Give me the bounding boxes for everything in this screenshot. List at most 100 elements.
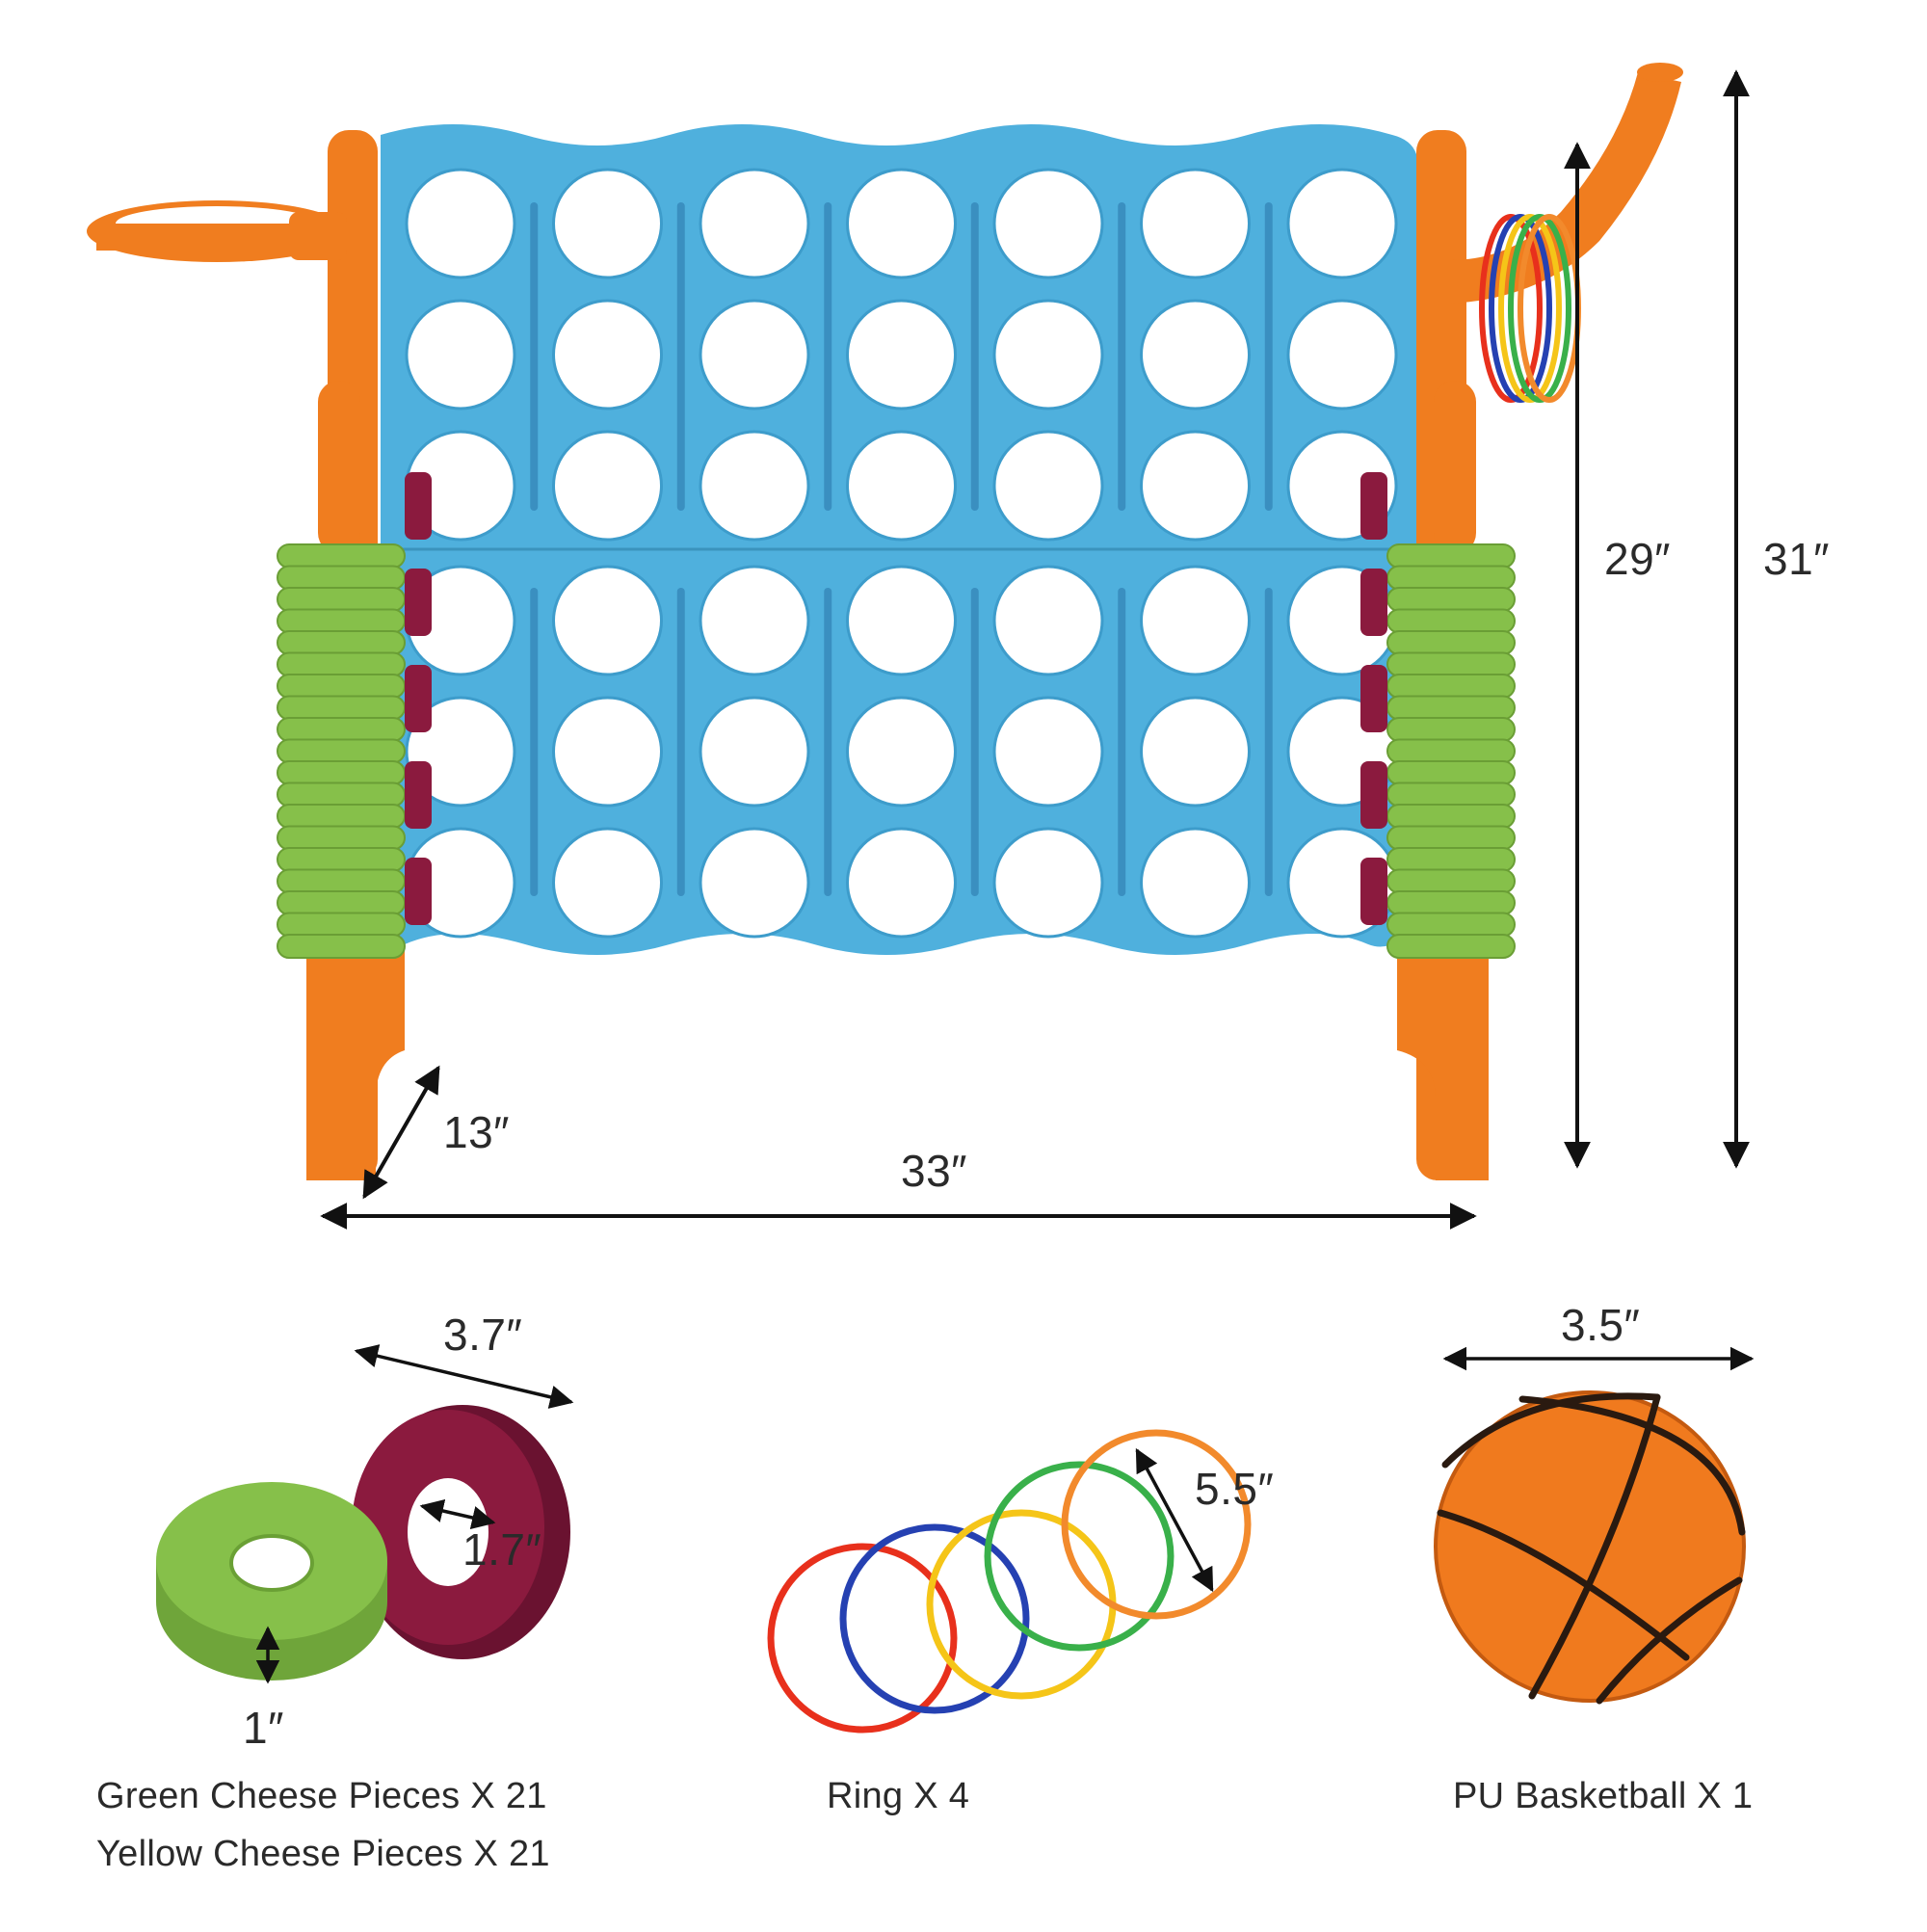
stacked-piece bbox=[277, 608, 406, 634]
stacked-piece bbox=[1386, 934, 1516, 959]
board-hole bbox=[846, 696, 957, 807]
right-piece-stack bbox=[1360, 472, 1516, 959]
stacked-piece bbox=[1386, 912, 1516, 938]
ring-diameter-label: 5.5″ bbox=[1195, 1464, 1275, 1514]
board-hole bbox=[846, 827, 957, 939]
hanging-ring bbox=[1498, 214, 1562, 403]
board-hole bbox=[992, 299, 1104, 410]
stacked-piece bbox=[277, 717, 406, 742]
stacked-piece bbox=[277, 868, 406, 894]
board-hole bbox=[405, 696, 516, 807]
board-hole bbox=[699, 430, 810, 542]
green-piece bbox=[156, 1482, 387, 1681]
stacked-piece bbox=[1386, 651, 1516, 677]
stacked-piece bbox=[277, 760, 406, 785]
board-hole bbox=[992, 430, 1104, 542]
ball-diameter-label: 3.5″ bbox=[1561, 1300, 1641, 1350]
stacked-piece bbox=[277, 695, 406, 721]
cheese-pieces-detail bbox=[156, 1344, 574, 1684]
stacked-piece bbox=[1386, 804, 1516, 829]
board-hole bbox=[846, 565, 957, 676]
stacked-piece bbox=[1386, 760, 1516, 785]
board-holes bbox=[405, 168, 1398, 939]
maroon-stacked-piece bbox=[405, 569, 432, 636]
board-hole bbox=[1140, 299, 1251, 410]
depth-label: 13″ bbox=[443, 1107, 510, 1157]
stacked-piece bbox=[277, 804, 406, 829]
stacked-piece bbox=[1386, 825, 1516, 851]
maroon-stacked-piece bbox=[1360, 858, 1387, 925]
board-divider bbox=[1264, 588, 1273, 896]
board-divider bbox=[676, 202, 685, 511]
board-hole bbox=[552, 168, 663, 279]
board-hole bbox=[405, 299, 516, 410]
basketball-caption: PU Basketball X 1 bbox=[1453, 1776, 1754, 1816]
maroon-stacked-piece bbox=[405, 761, 432, 829]
arrow-icon bbox=[419, 1498, 496, 1530]
hanging-ring bbox=[1479, 214, 1543, 403]
board-divider bbox=[824, 588, 832, 896]
stacked-piece bbox=[277, 847, 406, 872]
board-hole bbox=[1140, 168, 1251, 279]
ring bbox=[984, 1461, 1175, 1652]
stacked-piece bbox=[1386, 890, 1516, 915]
ring bbox=[839, 1523, 1030, 1714]
board-ribs bbox=[530, 202, 1273, 896]
stacked-piece bbox=[277, 565, 406, 591]
board-hole bbox=[699, 565, 810, 676]
board-hole bbox=[1286, 168, 1398, 279]
maroon-stacked-piece bbox=[1360, 665, 1387, 732]
ring bbox=[1061, 1429, 1252, 1620]
stacked-piece bbox=[277, 651, 406, 677]
stacked-piece bbox=[277, 781, 406, 807]
stacked-piece bbox=[1386, 738, 1516, 764]
board-hole bbox=[552, 565, 663, 676]
board-hole bbox=[699, 168, 810, 279]
maroon-stacked-piece bbox=[405, 472, 432, 540]
board-hole bbox=[1140, 696, 1251, 807]
stacked-piece bbox=[277, 825, 406, 851]
board-hole bbox=[846, 299, 957, 410]
piece-hole-label: 1.7″ bbox=[462, 1524, 542, 1575]
rings-detail bbox=[767, 1429, 1252, 1734]
board-hole bbox=[1140, 430, 1251, 542]
green-pieces-caption: Green Cheese Pieces X 21 bbox=[96, 1776, 547, 1816]
stacked-piece bbox=[1386, 587, 1516, 612]
stacked-piece bbox=[1386, 781, 1516, 807]
yellow-pieces-caption: Yellow Cheese Pieces X 21 bbox=[96, 1834, 550, 1874]
game-board bbox=[381, 124, 1416, 955]
board-hole bbox=[699, 696, 810, 807]
basketball bbox=[1434, 1346, 1755, 1705]
stacked-piece bbox=[1386, 630, 1516, 655]
stacked-piece bbox=[277, 543, 406, 569]
board-hole bbox=[1140, 827, 1251, 939]
stacked-piece bbox=[1386, 717, 1516, 742]
board-hole bbox=[992, 565, 1104, 676]
stacked-piece bbox=[1386, 608, 1516, 634]
board-divider bbox=[1118, 202, 1126, 511]
connect-four-game bbox=[87, 63, 1683, 1180]
maroon-stacked-piece bbox=[1360, 472, 1387, 540]
left-piece-stack bbox=[277, 472, 432, 959]
board-divider bbox=[824, 202, 832, 511]
width-label: 33″ bbox=[901, 1146, 967, 1196]
stacked-piece bbox=[1386, 543, 1516, 569]
maroon-stacked-piece bbox=[405, 858, 432, 925]
ring bbox=[767, 1543, 958, 1734]
maroon-stacked-piece bbox=[1360, 569, 1387, 636]
stacked-piece bbox=[1386, 695, 1516, 721]
board-hole bbox=[846, 430, 957, 542]
stacked-piece bbox=[1386, 868, 1516, 894]
stacked-piece bbox=[277, 738, 406, 764]
arrow-icon bbox=[362, 1065, 440, 1200]
board-divider bbox=[1118, 588, 1126, 896]
piece-thickness-label: 1″ bbox=[243, 1703, 284, 1753]
stacked-piece bbox=[277, 934, 406, 959]
board-hole bbox=[699, 827, 810, 939]
board-hole bbox=[992, 168, 1104, 279]
basketball-hoop-icon bbox=[87, 200, 347, 262]
maroon-stacked-piece bbox=[1360, 761, 1387, 829]
piece-diameter-label: 3.7″ bbox=[443, 1310, 523, 1360]
stacked-piece bbox=[1386, 674, 1516, 699]
